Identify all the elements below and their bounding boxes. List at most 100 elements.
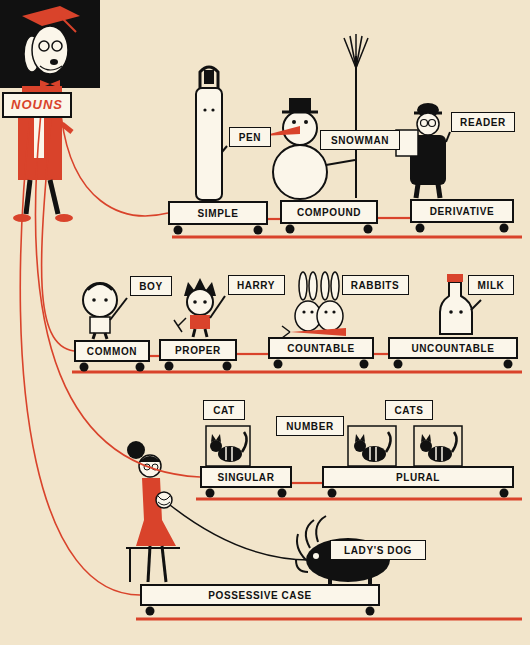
milk-bottle — [471, 300, 481, 310]
cat-figure — [420, 440, 432, 452]
rabbits-figure — [324, 310, 327, 313]
cat-figure — [210, 440, 222, 452]
professor-figure — [39, 41, 49, 51]
professor-figure — [40, 66, 62, 70]
boy-figure — [92, 298, 96, 302]
snowman-figure — [262, 34, 368, 199]
milk-bottle — [447, 274, 463, 282]
lady-figure — [158, 496, 170, 505]
snowman-figure — [289, 98, 311, 111]
rabbits-figure — [282, 272, 346, 338]
professor-figure — [55, 214, 73, 222]
wheel — [146, 607, 155, 616]
wagon-coupler — [237, 353, 268, 355]
wheel — [223, 362, 232, 371]
lady-figure — [136, 478, 176, 546]
cat-figure — [231, 447, 233, 461]
category-wagon: COUNTABLE — [268, 337, 374, 359]
node-text: SNOWMAN — [331, 135, 389, 146]
wheel — [206, 489, 215, 498]
wheel — [274, 360, 283, 369]
node-text: CATS — [395, 405, 424, 416]
label-sign: SNOWMAN — [320, 130, 400, 150]
cat-figure — [360, 434, 365, 442]
pen-figure — [196, 67, 227, 200]
cat-figure — [206, 426, 250, 466]
professor-figure — [52, 41, 62, 51]
cat-figure — [218, 446, 242, 462]
harry-figure — [174, 278, 225, 337]
cat-figure — [414, 426, 462, 466]
wheel — [174, 226, 183, 235]
node-text: COMPOUND — [297, 207, 361, 218]
lady-figure — [139, 456, 161, 462]
rail — [172, 236, 522, 239]
rabbits-figure — [331, 272, 339, 300]
boy-figure — [83, 283, 117, 317]
cat-figure — [426, 434, 431, 442]
lady-figure — [126, 547, 180, 549]
node-text: LADY'S DOG — [344, 545, 412, 556]
wheel — [394, 360, 403, 369]
harry-figure — [187, 289, 213, 315]
label-sign: CAT — [203, 400, 245, 420]
node-text: PROPER — [175, 345, 221, 356]
professor-figure — [26, 180, 30, 214]
node-text: POSSESSIVE CASE — [208, 590, 311, 601]
cat-figure — [375, 447, 377, 461]
label-sign: CATS — [385, 400, 433, 420]
node-text: NUMBER — [286, 421, 334, 432]
rabbits-figure — [321, 272, 329, 300]
cat-figure — [225, 447, 227, 460]
wagon-coupler — [292, 482, 322, 484]
boy-figure — [83, 283, 127, 339]
rail — [72, 237, 522, 619]
wheel — [278, 489, 287, 498]
lady-figure — [139, 455, 161, 477]
pen-figure — [200, 67, 218, 90]
category-wagon: POSSESSIVE CASE — [140, 584, 380, 606]
snowman-figure — [356, 38, 368, 68]
professor-figure — [60, 16, 76, 32]
title-sign: NOUNS — [2, 92, 72, 118]
dog-figure — [296, 560, 308, 572]
dog-figure — [316, 516, 326, 542]
wheel — [254, 226, 263, 235]
wagon-coupler — [150, 355, 159, 357]
node-text: READER — [460, 117, 506, 128]
node-text: HARRY — [237, 280, 275, 291]
snowman-figure — [292, 120, 296, 124]
wagon-coupler — [378, 217, 410, 219]
node-text: PLURAL — [396, 472, 440, 483]
cat-figure — [216, 434, 221, 442]
cat-figure — [242, 432, 247, 452]
label-sign: MILK — [468, 275, 514, 295]
snowman-figure — [355, 56, 357, 198]
cat-figure — [369, 447, 371, 460]
reader-figure — [446, 132, 450, 142]
category-wagon: PROPER — [159, 339, 237, 361]
node-text: CAT — [213, 405, 235, 416]
cat-figure — [362, 446, 386, 462]
label-sign: BOY — [130, 276, 172, 296]
cat-figure — [421, 434, 426, 442]
wheel — [360, 360, 369, 369]
pen-figure — [196, 88, 222, 200]
cat-figure — [348, 426, 396, 466]
professor-figure — [22, 6, 80, 26]
node-text: MILK — [478, 280, 505, 291]
category-wagon: SIMPLE — [168, 201, 268, 225]
cat-figure — [354, 440, 366, 452]
pen-figure — [204, 70, 214, 84]
reader-figure — [438, 184, 440, 198]
boy-figure — [110, 298, 127, 320]
boy-figure — [90, 317, 110, 333]
rabbits-figure — [310, 310, 313, 313]
wheel — [364, 225, 373, 234]
category-wagon: UNCOUNTABLE — [388, 337, 518, 359]
cat-figure — [435, 447, 437, 460]
label-sign: LADY'S DOG — [330, 540, 426, 560]
